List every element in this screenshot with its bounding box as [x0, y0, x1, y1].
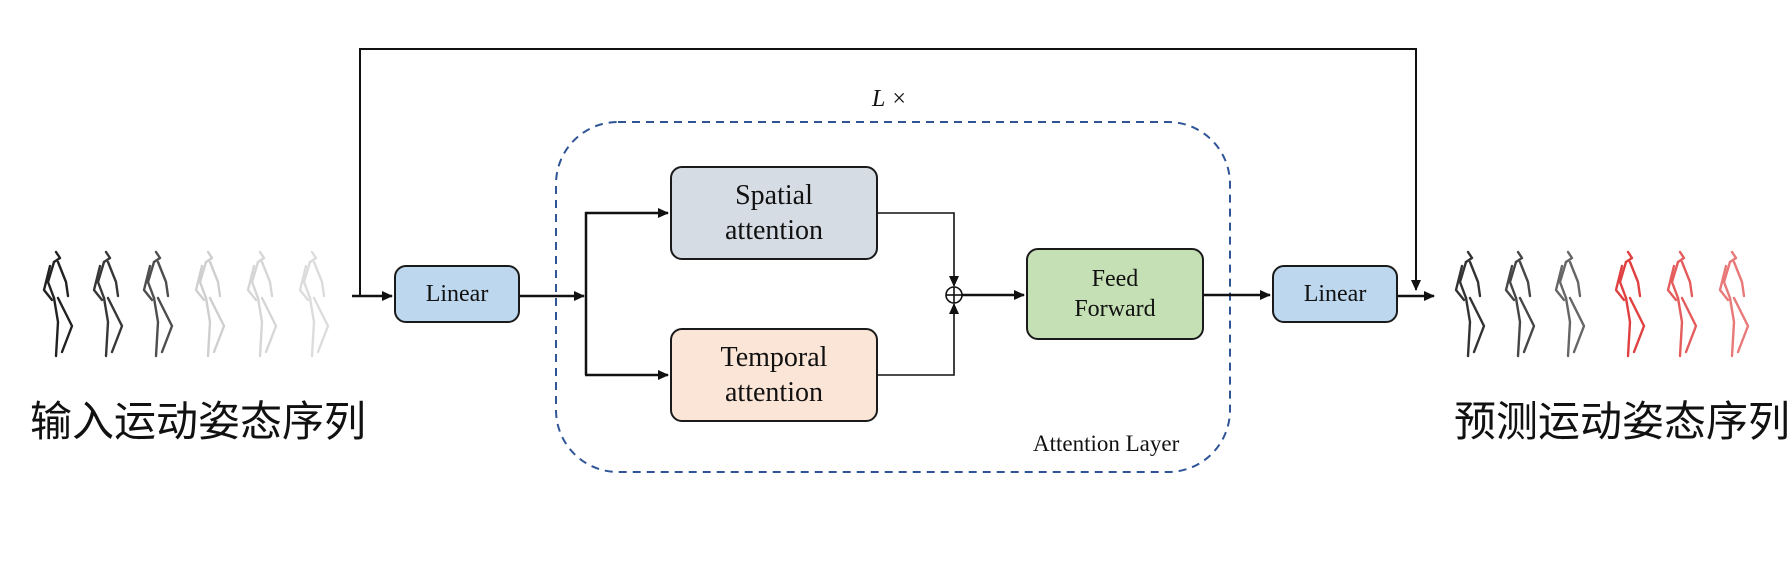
arrow-temporal-to-sum [876, 303, 959, 376]
output-pose-1 [1454, 250, 1486, 358]
spatial-attention-block: Spatial attention [670, 166, 878, 260]
linear-input-block: Linear [394, 265, 520, 323]
output-pose-3 [1554, 250, 1586, 358]
linear-output-block: Linear [1272, 265, 1398, 323]
sum-node-icon [945, 286, 963, 304]
attention-layer-label: Attention Layer [1033, 431, 1180, 456]
output-pose-2 [1504, 250, 1536, 358]
input-pose-1 [42, 250, 74, 358]
spatial-attention-label: Spatial attention [725, 180, 823, 246]
feed-forward-label: Feed Forward [1074, 266, 1156, 322]
temporal-attention-label: Temporal attention [720, 342, 828, 408]
feed-forward-block: Feed Forward [1026, 248, 1204, 340]
input-pose-4 [194, 250, 226, 358]
input-pose-6 [298, 250, 330, 358]
output-pose-5 [1666, 250, 1698, 358]
attention-layer-container [555, 121, 1231, 473]
layer-repeat-label: L × [872, 86, 908, 112]
input-pose-sequence [42, 250, 330, 358]
input-sequence-caption: 输入运动姿态序列 [30, 397, 367, 446]
input-pose-2 [92, 250, 124, 358]
output-sequence-caption: 预测运动姿态序列 [1454, 397, 1787, 446]
input-pose-3 [142, 250, 174, 358]
output-pose-sequence [1454, 250, 1750, 358]
linear-output-label: Linear [1303, 281, 1367, 307]
temporal-attention-block: Temporal attention [670, 328, 878, 422]
input-pose-5 [246, 250, 278, 358]
residual-skip-connection [359, 48, 1421, 296]
linear-input-label: Linear [425, 281, 489, 307]
output-pose-4 [1614, 250, 1646, 358]
arrow-spatial-to-sum [876, 212, 959, 287]
output-pose-6 [1718, 250, 1750, 358]
